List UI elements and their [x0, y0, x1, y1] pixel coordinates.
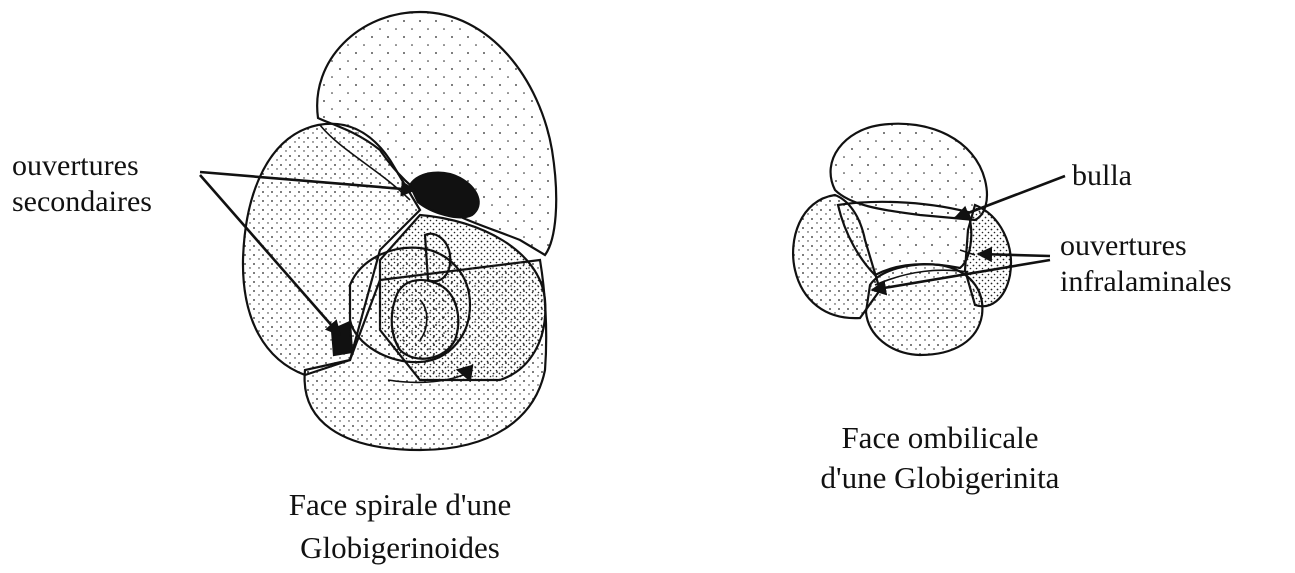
- chamber-bottom: [866, 264, 982, 355]
- globigerinoides-drawing: [243, 12, 556, 450]
- caption-right-line2: d'une Globigerinita: [790, 458, 1090, 498]
- label-secondaires: secondaires: [12, 184, 152, 220]
- globigerinita-drawing: [793, 124, 1011, 355]
- caption-left-line1: Face spirale d'une: [250, 485, 550, 525]
- label-bulla: bulla: [1072, 158, 1132, 194]
- label-infralaminales: infralaminales: [1060, 264, 1232, 300]
- label-ouvertures: ouvertures: [12, 148, 139, 184]
- label-ouvertures-right: ouvertures: [1060, 228, 1187, 264]
- chamber-center-2: [392, 280, 459, 359]
- caption-left-line2: Globigerinoides: [250, 528, 550, 568]
- caption-right-line1: Face ombilicale: [790, 418, 1090, 458]
